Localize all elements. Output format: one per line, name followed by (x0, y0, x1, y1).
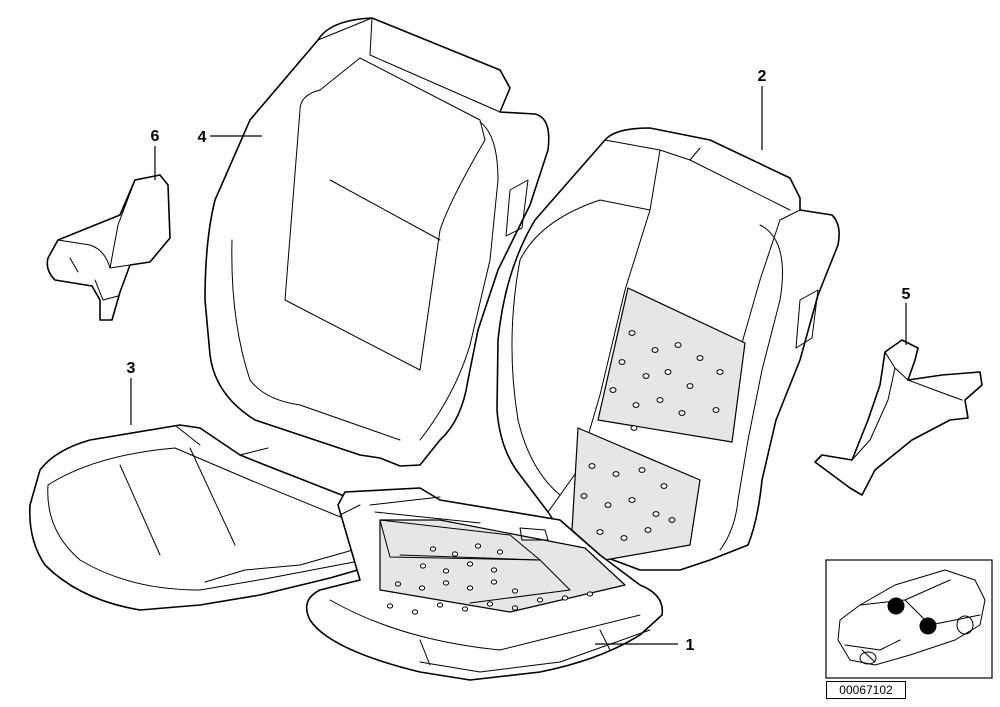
foam-hole (628, 497, 636, 503)
foam-hole (474, 543, 482, 549)
callout-6: 6 (151, 128, 160, 145)
foam-hole (451, 551, 459, 557)
foam-hole (511, 605, 519, 611)
foam-hole (609, 387, 617, 393)
callout-1: 1 (686, 637, 695, 654)
car-outline-icon (837, 569, 986, 666)
vehicle-location-inset (825, 559, 993, 679)
foam-hole (418, 585, 426, 591)
backrest-foam-holes (580, 330, 724, 541)
foam-hole (628, 330, 636, 336)
foam-hole (461, 606, 469, 612)
foam-hole (561, 595, 569, 601)
seat-location-marker-front (887, 597, 905, 615)
foam-hole (496, 549, 504, 555)
callout-4: 4 (198, 129, 207, 146)
foam-hole (394, 581, 402, 587)
foam-hole (696, 355, 704, 361)
foam-hole (612, 471, 620, 477)
foam-hole (642, 373, 650, 379)
foam-hole (652, 511, 660, 517)
foam-hole (586, 591, 594, 597)
foam-hole (442, 568, 450, 574)
foam-hole (674, 342, 682, 348)
foam-hole (620, 535, 628, 541)
foam-hole (466, 561, 474, 567)
foam-hole (664, 369, 672, 375)
callout-2: 2 (758, 68, 767, 85)
trim-cover-left (46, 174, 171, 321)
callout-5: 5 (902, 286, 911, 303)
foam-hole (442, 580, 450, 586)
foam-hole (429, 546, 437, 552)
foam-hole (411, 609, 419, 615)
foam-hole (511, 588, 519, 594)
trim-cover-right (814, 339, 983, 496)
foam-hole (656, 397, 664, 403)
foam-hole (588, 463, 596, 469)
foam-hole (632, 402, 640, 408)
foam-hole (419, 563, 427, 569)
foam-hole (466, 585, 474, 591)
foam-hole (712, 407, 720, 413)
foam-hole (651, 347, 659, 353)
seat-location-marker-rear (919, 617, 937, 635)
foam-hole (386, 603, 394, 609)
foam-hole (490, 579, 498, 585)
foam-hole (638, 467, 646, 473)
foam-hole (644, 527, 652, 533)
foam-hole (596, 529, 604, 535)
reference-code: 00067102 (826, 681, 906, 699)
seat-cushion-cover (28, 424, 401, 611)
foam-hole (486, 601, 494, 607)
foam-hole (618, 359, 626, 365)
foam-hole (580, 493, 588, 499)
callout-3: 3 (127, 360, 136, 377)
foam-hole (678, 410, 686, 416)
callout-leaders (130, 86, 907, 645)
foam-hole (660, 483, 668, 489)
foam-hole (536, 597, 544, 603)
backrest-cover (204, 17, 550, 467)
seat-foam-holes (386, 543, 594, 615)
foam-hole (436, 602, 444, 608)
foam-hole (668, 517, 676, 523)
foam-hole (716, 369, 724, 375)
foam-hole (604, 502, 612, 508)
seat-cushion-frame (305, 487, 664, 681)
foam-hole (630, 425, 638, 431)
foam-hole (686, 383, 694, 389)
backrest-frame (496, 127, 840, 571)
foam-hole (490, 567, 498, 573)
